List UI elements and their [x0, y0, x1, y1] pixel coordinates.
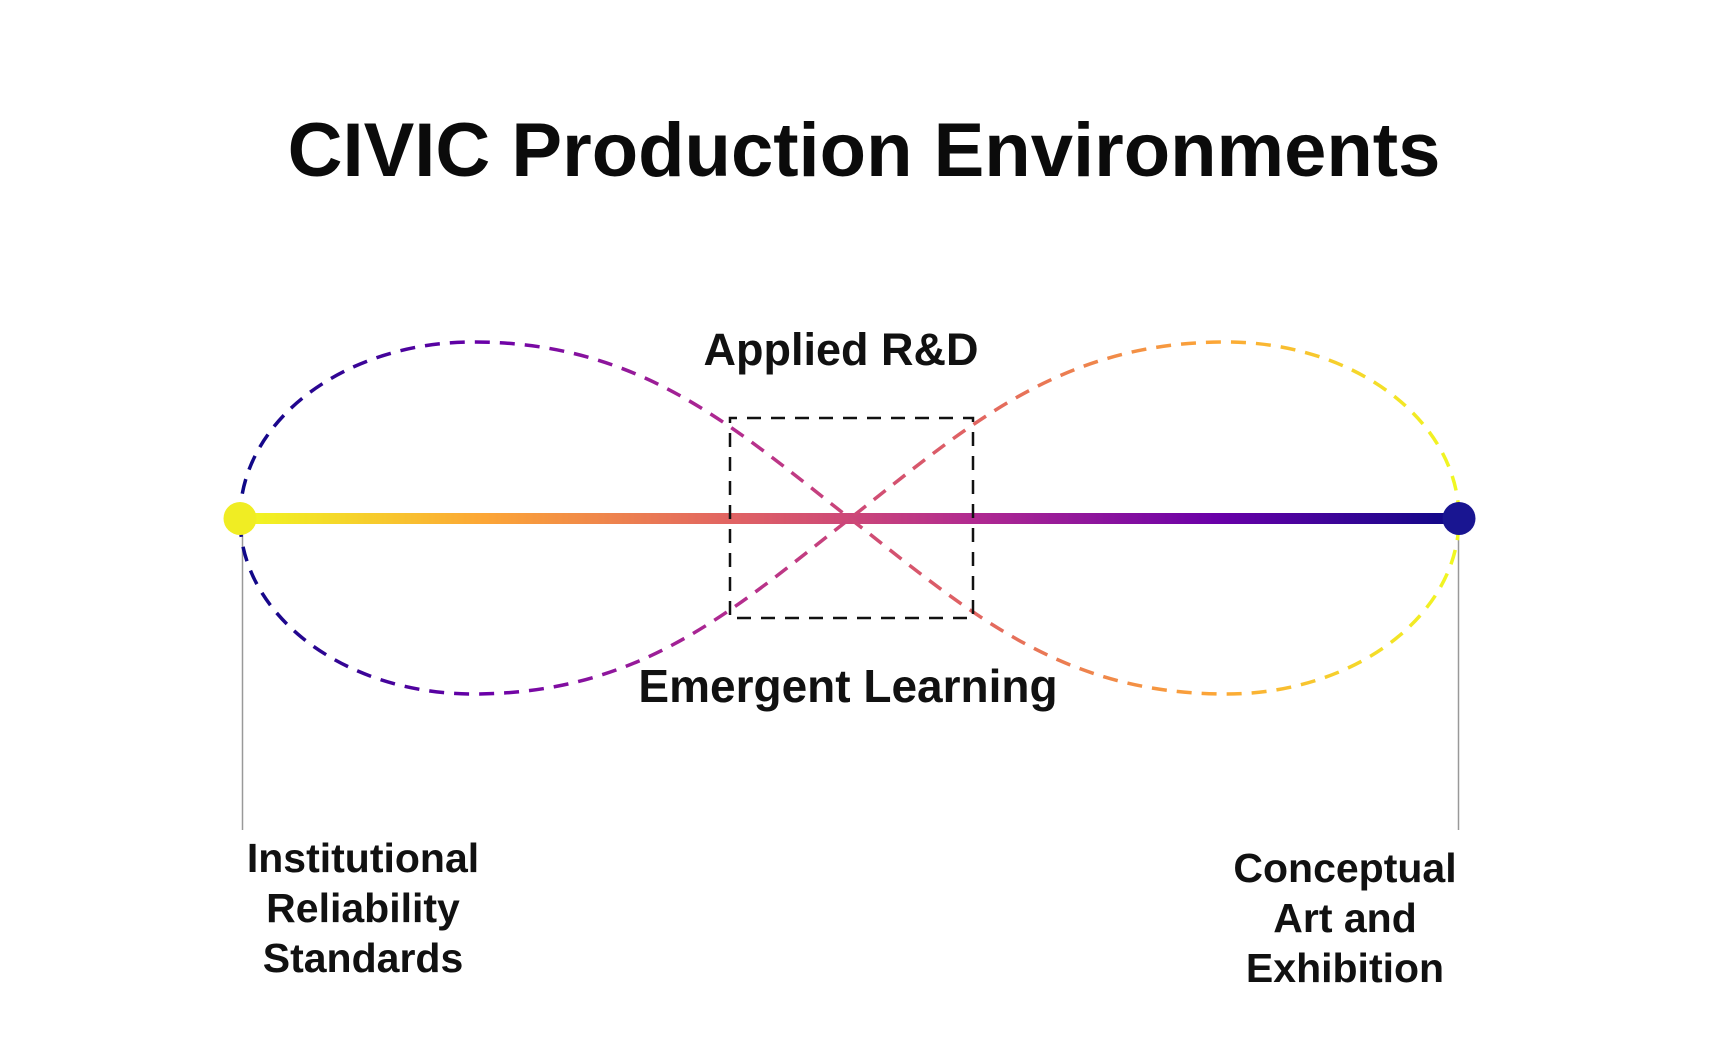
right-endpoint-dot	[1442, 502, 1476, 535]
label-conceptual-art-exhibition: Conceptual Art and Exhibition	[1233, 845, 1457, 991]
label-emergent-learning: Emergent Learning	[638, 660, 1058, 712]
label-institutional-reliability-standards: Institutional Reliability Standards	[246, 835, 480, 981]
page-title: CIVIC Production Environments	[287, 107, 1441, 193]
infinity-loop-path	[238, 340, 1461, 696]
left-endpoint-dot	[223, 502, 257, 535]
label-applied-rd: Applied R&D	[703, 324, 979, 375]
center-overlap-box	[728, 416, 975, 620]
